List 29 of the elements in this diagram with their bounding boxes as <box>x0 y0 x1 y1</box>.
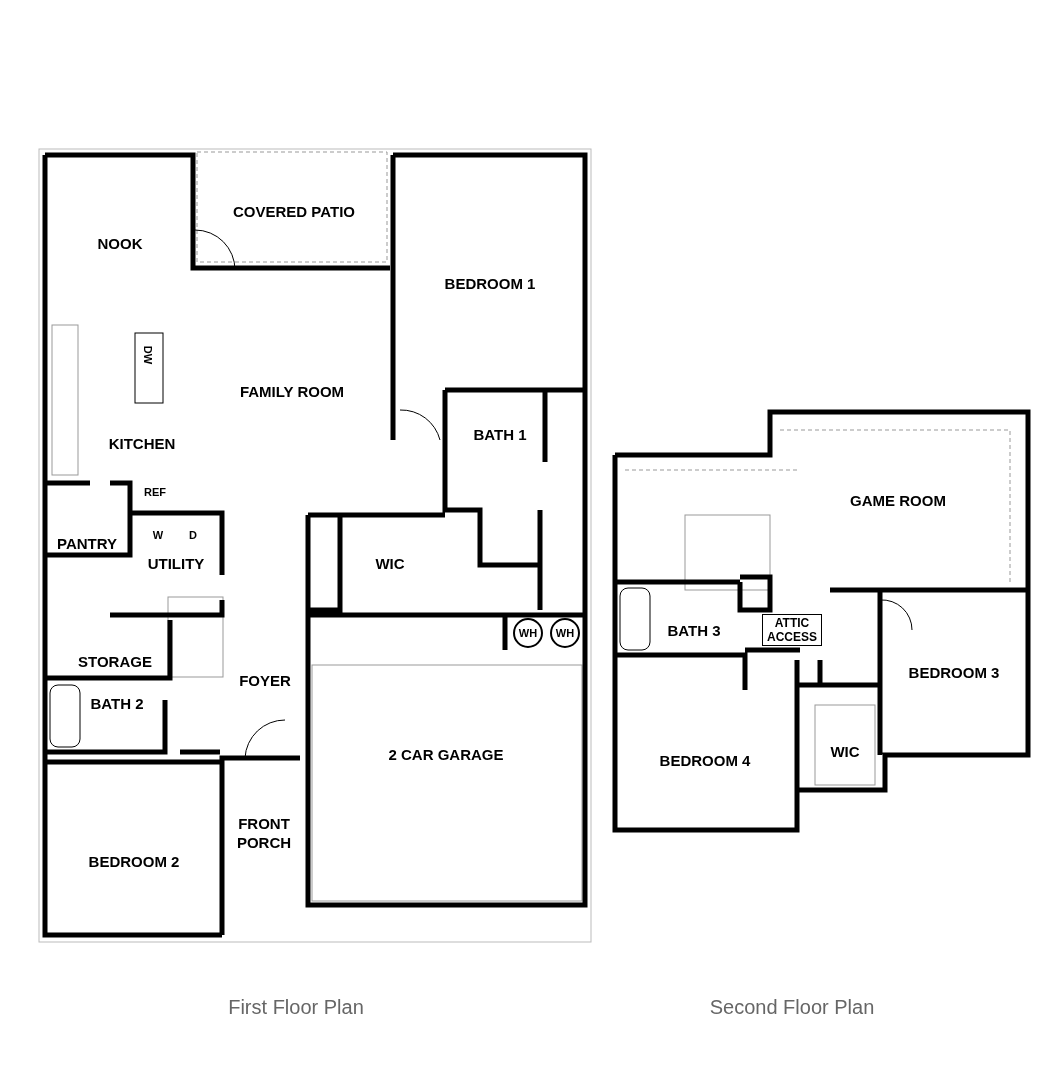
room-label: BEDROOM 1 <box>443 273 537 293</box>
room-label: FRONT PORCH <box>235 814 293 852</box>
room-label: BEDROOM 3 <box>907 662 1001 682</box>
room-label: BEDROOM 4 <box>658 750 752 770</box>
water-heater-label: WH <box>513 618 543 648</box>
room-label: UTILITY <box>146 553 206 573</box>
room-label: GAME ROOM <box>849 490 947 510</box>
room-label: REF <box>143 484 167 500</box>
room-label: WIC <box>829 741 861 761</box>
room-label: KITCHEN <box>107 433 177 453</box>
room-label: PANTRY <box>56 533 118 553</box>
plan-caption: Second Floor Plan <box>708 995 876 1020</box>
room-label: W <box>151 527 165 543</box>
room-label: DW <box>141 345 156 365</box>
plan-caption: First Floor Plan <box>227 995 365 1020</box>
room-label: ATTIC ACCESS <box>762 614 822 646</box>
room-label: FOYER <box>238 670 292 690</box>
room-label: BEDROOM 2 <box>87 851 181 871</box>
room-label: BATH 1 <box>472 424 528 444</box>
room-label: WIC <box>374 553 406 573</box>
room-label: FAMILY ROOM <box>238 381 346 401</box>
room-label: STORAGE <box>77 651 153 671</box>
room-label: D <box>188 527 198 543</box>
room-label: 2 CAR GARAGE <box>387 744 505 764</box>
room-label: BATH 2 <box>89 693 145 713</box>
room-label: COVERED PATIO <box>232 201 356 221</box>
room-label: BATH 3 <box>666 620 722 640</box>
room-label: NOOK <box>96 233 144 253</box>
water-heater-label: WH <box>550 618 580 648</box>
